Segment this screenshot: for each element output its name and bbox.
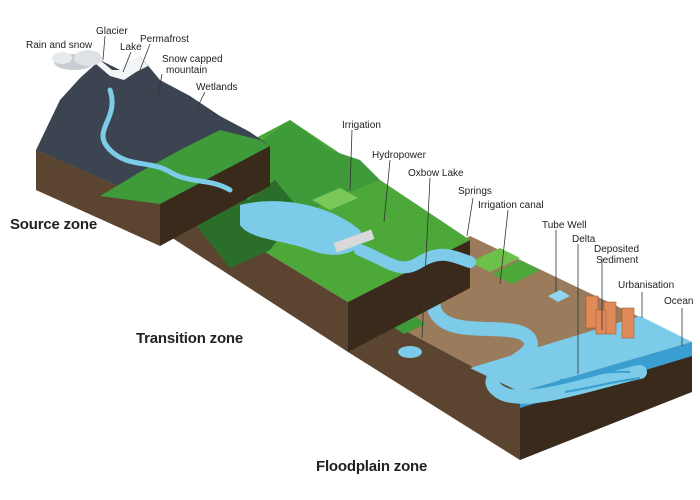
delta-channels xyxy=(559,370,641,393)
zone-label-transition: Transition zone xyxy=(136,330,244,347)
terraces xyxy=(312,188,358,210)
label-tube-well: Tube Well xyxy=(542,220,587,231)
label-permafrost: Permafrost xyxy=(140,34,189,45)
transition-river xyxy=(354,244,476,274)
floodplain-side-front xyxy=(348,300,520,460)
source-river xyxy=(100,87,233,193)
field xyxy=(470,248,520,272)
transition-reservoir xyxy=(240,201,362,255)
source-block xyxy=(36,50,270,246)
oxbow-lake-shape xyxy=(398,346,422,358)
zone-label-source: Source zone xyxy=(10,216,97,233)
dam xyxy=(333,229,375,253)
ocean-surface xyxy=(470,316,692,392)
rain-cloud xyxy=(52,50,102,70)
field xyxy=(392,316,426,334)
label-irrigation-canal: Irrigation canal xyxy=(478,200,544,211)
label-lake: Lake xyxy=(120,42,142,53)
label-urbanisation: Urbanisation xyxy=(618,280,675,291)
label-delta: Delta xyxy=(572,234,596,245)
zone-label-floodplain: Floodplain zone xyxy=(316,458,428,475)
label-wetlands: Wetlands xyxy=(196,82,238,93)
label-deposited-1: Deposited xyxy=(594,244,640,255)
snow-caps xyxy=(96,56,148,80)
label-glacier: Glacier xyxy=(96,26,128,37)
label-deposited-2: Sediment xyxy=(596,255,639,266)
source-side-right xyxy=(160,146,270,246)
floodplain-side-right xyxy=(520,342,692,460)
transition-side-right xyxy=(348,240,470,352)
label-springs: Springs xyxy=(458,186,492,197)
source-forest xyxy=(100,130,270,204)
field xyxy=(492,260,540,284)
label-hydropower: Hydropower xyxy=(372,150,426,161)
label-irrigation: Irrigation xyxy=(342,120,381,131)
label-snow-capped-2: mountain xyxy=(166,65,208,76)
label-oxbow-lake: Oxbow Lake xyxy=(408,168,464,179)
source-side-front xyxy=(36,150,160,246)
label-rain-and-snow: Rain and snow xyxy=(26,40,93,51)
label-ocean: Ocean xyxy=(664,296,694,307)
urban-buildings xyxy=(585,295,635,339)
label-snow-capped-1: Snow capped xyxy=(162,54,223,65)
transition-block xyxy=(160,120,476,352)
leader-lines xyxy=(102,35,683,374)
tube-well-plot xyxy=(548,290,570,302)
